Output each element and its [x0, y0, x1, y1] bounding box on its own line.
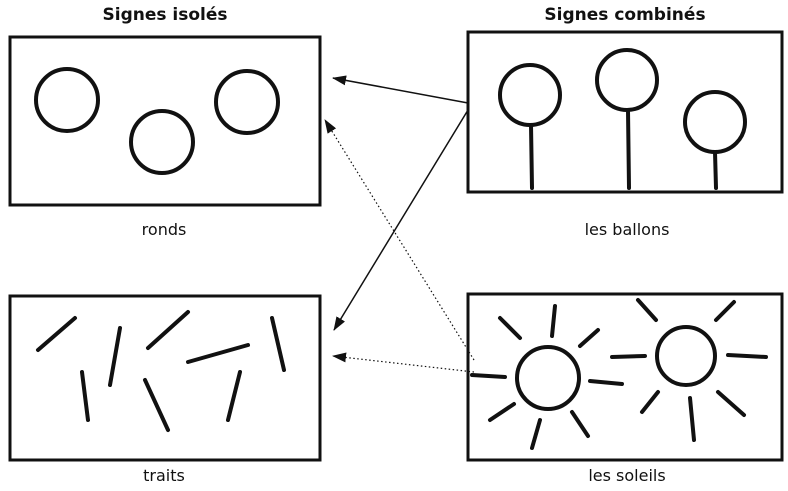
sun-ray [588, 379, 624, 386]
stroke-mark [143, 378, 170, 432]
sun-ray [726, 353, 768, 359]
balloon-stick [713, 150, 718, 190]
stroke-mark [186, 343, 250, 364]
circle-mark [214, 69, 280, 135]
arrow-ballons-to-traits [333, 109, 469, 331]
sun-ray [716, 390, 746, 417]
panel-les-soleils [466, 292, 784, 462]
balloon-stick [529, 123, 534, 190]
heading-signes-combines: Signes combinés [544, 5, 706, 25]
sun-ray [688, 396, 696, 442]
sun-disc [655, 325, 717, 387]
stroke-mark [80, 370, 90, 422]
circle-mark [34, 67, 100, 133]
sun-ray [714, 300, 736, 322]
sun-ray [498, 316, 522, 340]
stroke-mark [226, 370, 242, 422]
arrows [324, 75, 475, 373]
sun-ray [636, 298, 658, 322]
sun-ray [488, 402, 516, 422]
caption-les-ballons: les ballons [584, 220, 670, 239]
stroke-mark [270, 316, 286, 372]
heading-signes-isoles: Signes isolés [102, 5, 228, 25]
panel-traits [8, 294, 322, 462]
sun-ray [640, 390, 660, 414]
balloon-head [498, 63, 562, 127]
circle-mark [129, 109, 195, 175]
sun-ray [530, 418, 542, 450]
arrow-soleils-to-ronds [324, 119, 475, 361]
sun-ray [578, 328, 600, 348]
caption-ronds: ronds [141, 220, 187, 239]
balloon-head [595, 48, 659, 112]
panel-ronds [8, 35, 322, 207]
sun-ray [570, 410, 590, 438]
stroke-mark [146, 310, 190, 350]
arrow-ballons-to-ronds [332, 75, 469, 104]
sun-ray [610, 354, 647, 359]
arrow-soleils-to-traits [332, 352, 475, 373]
sun-ray [470, 373, 507, 379]
stroke-mark [108, 326, 122, 387]
balloon-head [683, 90, 747, 154]
caption-traits: traits [143, 466, 185, 485]
balloon-stick [626, 108, 631, 190]
panel-les-ballons [466, 30, 784, 194]
sun-disc [515, 345, 581, 411]
stroke-mark [36, 316, 77, 352]
caption-les-soleils: les soleils [588, 466, 666, 485]
sun-ray [550, 304, 557, 338]
